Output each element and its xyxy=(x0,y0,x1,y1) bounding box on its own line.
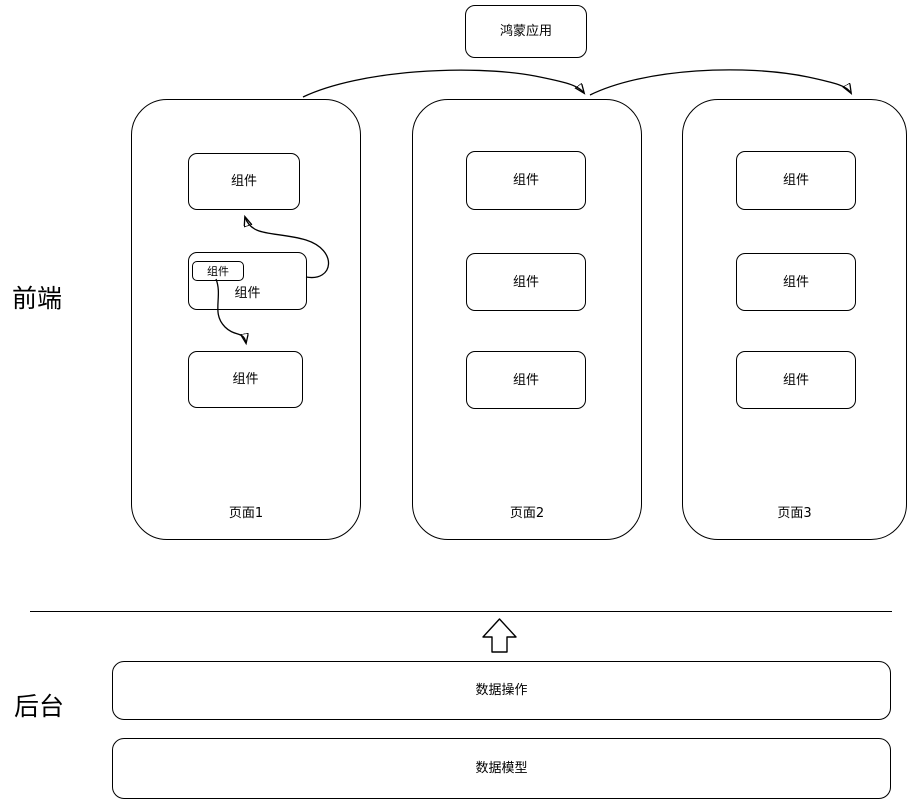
page1-component-bottom: 组件 xyxy=(188,351,303,408)
up-arrow-icon xyxy=(482,618,517,653)
page3-component-3: 组件 xyxy=(736,351,856,409)
page2-node: 组件 组件 组件 页面2 xyxy=(412,99,642,540)
component-label: 组件 xyxy=(512,173,539,188)
component-label: 组件 xyxy=(782,173,809,188)
page2-component-1: 组件 xyxy=(466,151,586,210)
frontend-section-label: 前端 xyxy=(12,284,63,313)
page3-label: 页面3 xyxy=(777,506,812,521)
data-model-box: 数据模型 xyxy=(112,738,891,799)
component-label: 组件 xyxy=(512,274,539,290)
data-operations-label: 数据操作 xyxy=(475,683,528,698)
component-label: 组件 xyxy=(782,274,809,290)
data-operations-box: 数据操作 xyxy=(112,661,891,720)
page3-component-1: 组件 xyxy=(736,151,856,210)
page1-component-top: 组件 xyxy=(188,153,300,210)
component-label: 组件 xyxy=(232,372,259,387)
page1-component-container: 组件 组件 xyxy=(188,252,307,310)
component-label: 组件 xyxy=(230,174,257,189)
page1-component-inner: 组件 xyxy=(192,261,244,281)
edge-page1-to-page2 xyxy=(302,69,584,98)
page1-label: 页面1 xyxy=(228,506,264,521)
page1-node: 组件 组件 组件 组件 页面1 xyxy=(131,99,361,540)
app-root-node: 鸿蒙应用 xyxy=(465,5,587,58)
component-label: 组件 xyxy=(512,372,539,388)
page3-component-2: 组件 xyxy=(736,253,856,311)
edge-page2-to-page3 xyxy=(589,69,851,96)
data-model-label: 数据模型 xyxy=(475,761,528,776)
component-label: 组件 xyxy=(207,264,229,278)
backend-section-label: 后台 xyxy=(14,692,65,721)
page2-component-2: 组件 xyxy=(466,253,586,311)
component-label: 组件 xyxy=(234,286,261,301)
page2-label: 页面2 xyxy=(509,506,545,521)
frontend-backend-divider xyxy=(30,611,892,612)
page2-component-3: 组件 xyxy=(466,351,586,409)
component-label: 组件 xyxy=(782,372,809,388)
app-root-label: 鸿蒙应用 xyxy=(499,24,552,39)
page3-node: 组件 组件 组件 页面3 xyxy=(682,99,907,540)
